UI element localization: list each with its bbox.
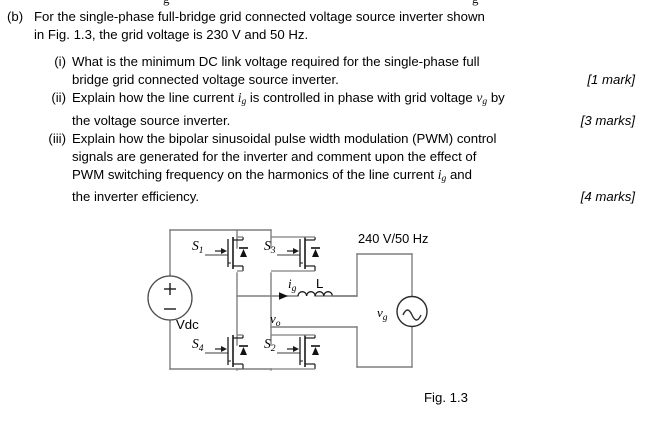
dc-voltage-source: [147, 275, 193, 321]
sub-item-iii-marks: [4 marks]: [580, 189, 635, 205]
question-part-b: (b) For the single-phase full-bridge gri…: [0, 8, 664, 43]
sub-item-ii-line-1: Explain how the line current ig is contr…: [72, 89, 635, 112]
label-inductor-l: L: [316, 276, 323, 291]
current-direction-arrow: [279, 292, 288, 300]
cut-off-text-strip: g g: [0, 0, 664, 6]
mosfet-s1-diode-triangle: [240, 249, 247, 257]
sub-item-ii: (ii) Explain how the line current ig is …: [40, 89, 664, 129]
circuit-diagram-svg: S1 S3 S4 S2 ig vo vg Vdc L 240 V/50 Hz: [147, 229, 428, 371]
sub-item-ii-marker: (ii): [51, 90, 66, 106]
label-vg: vg: [377, 305, 388, 323]
sub-item-iii-line-1: Explain how the bipolar sinusoidal pulse…: [72, 131, 497, 147]
sub-item-ii-line-2: [3 marks] the voltage source inverter.: [72, 112, 635, 130]
dc-source-circle: [147, 275, 193, 321]
sub-item-iii-text-a: PWM switching frequency on the harmonics…: [72, 166, 435, 182]
sub-item-ii-text-c: by: [490, 90, 505, 106]
sub-item-iii-marker: (iii): [48, 131, 66, 147]
ac-grid-source: [396, 295, 428, 328]
question-sub-items: (i) What is the minimum DC link voltage …: [0, 53, 664, 206]
mosfet-s3-body-arrow: [293, 248, 299, 254]
sub-item-ii-marks: [3 marks]: [580, 112, 635, 128]
sub-item-i-line-2: [1 mark] bridge grid connected voltage s…: [72, 71, 635, 89]
circuit-labels: S1 S3 S4 S2 ig vo vg: [192, 238, 388, 354]
label-s4: S4: [192, 336, 204, 354]
mosfet-s4: [205, 334, 248, 370]
sub-item-i-marker: (i): [54, 54, 66, 69]
mosfet-s1-body-arrow: [221, 248, 227, 254]
figure-caption: Fig. 1.3: [424, 390, 468, 405]
part-b-stem-line-1: For the single-phase full-bridge grid co…: [34, 9, 485, 24]
label-s1: S1: [192, 238, 204, 256]
sub-item-iii: (iii) Explain how the bipolar sinusoidal…: [40, 130, 664, 205]
mosfet-s1: [205, 236, 248, 272]
sub-item-ii-text-b: is controlled in phase with grid voltage: [249, 90, 473, 106]
sub-item-iii-line-4: [4 marks] the inverter efficiency.: [72, 188, 635, 206]
mosfet-s2-diode-triangle: [312, 347, 319, 355]
dc-plus-icon: [164, 283, 176, 295]
part-b-marker: (b): [7, 9, 24, 24]
question-block: (b) For the single-phase full-bridge gri…: [0, 8, 664, 207]
sub-item-i: (i) What is the minimum DC link voltage …: [40, 53, 664, 88]
mosfet-s4-body-arrow: [221, 346, 227, 352]
variable-vg-inline-1: vg: [476, 90, 488, 108]
ac-source-circle: [396, 295, 428, 328]
mosfet-s2-body-arrow: [293, 346, 299, 352]
descender-artifact-1: g: [163, 0, 170, 6]
label-vdc: Vdc: [176, 317, 199, 332]
mosfet-s4-diode-triangle: [240, 347, 247, 355]
sub-item-ii-line-2-text: the voltage source inverter.: [72, 112, 231, 128]
inductor-l: [297, 291, 334, 297]
variable-ig-inline-2: ig: [437, 166, 447, 184]
figure-container: S1 S3 S4 S2 ig vo vg Vdc L 240 V/50 Hz F…: [0, 225, 664, 430]
circuit-wires: [169, 229, 413, 371]
label-grid-rating: 240 V/50 Hz: [358, 231, 428, 246]
mosfet-s3-diode-triangle: [312, 249, 319, 257]
circuit-plain-labels: Vdc L 240 V/50 Hz: [176, 231, 428, 332]
label-s3: S3: [264, 238, 276, 256]
sub-item-ii-text-a: Explain how the line current: [72, 90, 235, 106]
sub-item-i-line-1: What is the minimum DC link voltage requ…: [72, 54, 480, 69]
mosfet-s3: [271, 236, 320, 272]
inductor-coil-path: [297, 291, 334, 297]
label-s2: S2: [264, 336, 276, 354]
current-arrow-head: [279, 292, 288, 300]
part-b-stem-line-2: in Fig. 1.3, the grid voltage is 230 V a…: [34, 26, 309, 42]
label-vo: vo: [270, 311, 281, 329]
sub-item-iii-line-3: PWM switching frequency on the harmonics…: [72, 166, 635, 189]
sub-item-iii-line-2: signals are generated for the inverter a…: [72, 148, 477, 164]
sub-item-i-line-2-text: bridge grid connected voltage source inv…: [72, 71, 339, 87]
sub-item-iii-text-b: and: [449, 166, 472, 182]
sub-item-i-marks: [1 mark]: [587, 71, 635, 87]
descender-artifact-2: g: [472, 0, 479, 6]
mosfet-s2: [271, 334, 320, 370]
sub-item-iii-line-4-text: the inverter efficiency.: [72, 189, 200, 205]
label-ig: ig: [288, 276, 297, 294]
ac-source-sine-icon: [402, 309, 422, 321]
variable-ig-inline-1: ig: [237, 90, 247, 108]
